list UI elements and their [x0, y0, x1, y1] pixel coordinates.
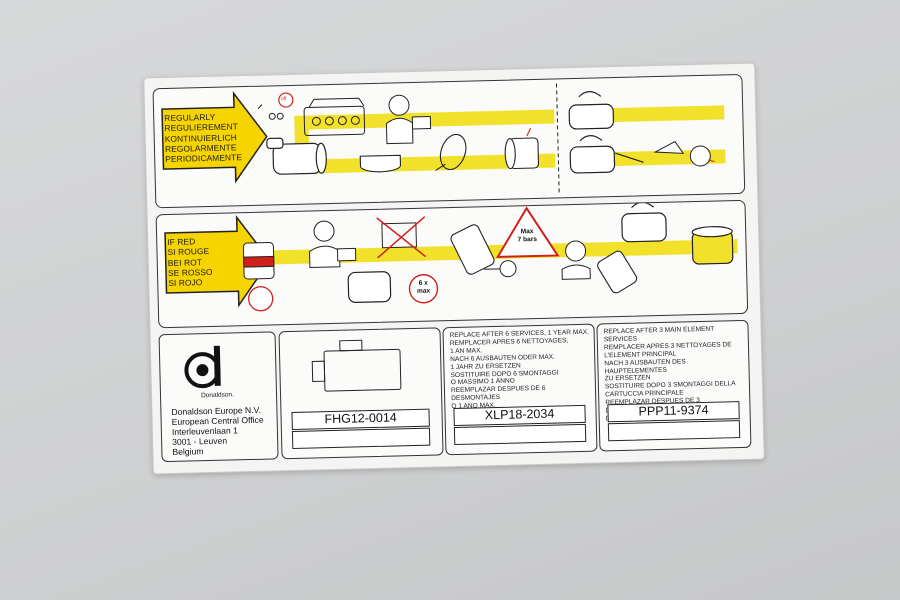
person-icon: [309, 220, 357, 269]
off-badge-icon: [278, 92, 294, 108]
element-removal-icon: [435, 133, 467, 171]
filter-housing-outline-icon: [311, 339, 402, 392]
housing-part-box: FHG12-0014: [278, 327, 444, 460]
if-red-line: SI ROUGE: [167, 246, 210, 258]
off-badge-label: off: [280, 96, 287, 103]
restriction-indicator-icon: [242, 242, 275, 280]
safety-part-number: XLP18-2034: [453, 404, 586, 427]
engine-crossed-icon: [376, 216, 427, 259]
brand-name: Donaldson.: [200, 391, 234, 400]
max-pressure-label: Max 7 bars: [509, 228, 545, 245]
donaldson-logo: [184, 345, 221, 389]
filter-housing-icon: [569, 135, 644, 174]
filter-housing-icon: [266, 137, 327, 175]
filter-element-icon: [450, 224, 495, 275]
manufacturer-box: Donaldson. Donaldson Europe N.V. Europea…: [158, 331, 279, 463]
regular-maintenance-panel: REGULARLY REGULIEREMENT KONTINUIERLICH R…: [152, 73, 746, 209]
main-part-number: PPP11-9374: [607, 401, 740, 423]
housing-part-number: FHG12-0014: [291, 408, 430, 431]
safety-blank-field: [453, 423, 587, 446]
if-red-panel: IF RED SI ROUGE BEI ROT SE ROSSO SI ROJO…: [155, 199, 749, 329]
manufacturer-address: Donaldson Europe N.V. European Central O…: [171, 405, 264, 457]
person-icon: [385, 94, 414, 145]
filter-element-icon: [504, 127, 540, 170]
inspect-box-icon: [411, 116, 432, 130]
dust-cup-icon: [359, 154, 402, 173]
main-element-box: REPLACE AFTER 3 MAIN ELEMENT SERVICES RE…: [596, 319, 752, 452]
engine-icon: [303, 97, 366, 137]
max-pressure-line: 7 bars: [517, 235, 538, 244]
regular-maintenance-illustrations: [161, 83, 715, 194]
if-red-line: SE ROSSO: [167, 266, 213, 278]
regularly-text: REGULARLY REGULIEREMENT KONTINUIERLICH R…: [164, 111, 242, 164]
six-times-label: 6 x max: [409, 279, 437, 296]
safety-element-box: REPLACE AFTER 6 SERVICES, 1 YEAR MAX. RE…: [442, 323, 598, 456]
max-pressure-warning-icon: [495, 206, 560, 258]
if-red-text: IF RED SI ROUGE BEI ROT SE ROSSO SI ROJO: [167, 236, 213, 289]
element-inspection-icon: [597, 250, 638, 294]
new-element-icon: [691, 226, 734, 265]
filter-housing-icon: [621, 201, 667, 243]
safety-instructions: REPLACE AFTER 6 SERVICES, 1 YEAR MAX. RE…: [449, 328, 590, 411]
person-icon: [653, 140, 715, 167]
key-icon: [257, 104, 284, 120]
person-icon: [561, 240, 591, 280]
red-indicator-illustrations: [164, 201, 734, 312]
housing-blank-field: [291, 427, 431, 450]
main-blank-field: [607, 420, 741, 442]
air-blower-icon: [484, 260, 517, 278]
filter-housing-icon: [347, 271, 392, 304]
donaldson-service-sticker: REGULARLY REGULIEREMENT KONTINUIERLICH R…: [143, 62, 765, 475]
filter-housing-icon: [568, 91, 615, 130]
six-times-line: max: [416, 287, 431, 295]
if-red-line: SI ROJO: [168, 277, 203, 289]
no-touch-warning-icon: [248, 286, 274, 312]
regularly-line: PERIODICAMENTE: [165, 152, 243, 165]
six-times-badge-icon: [408, 274, 439, 304]
